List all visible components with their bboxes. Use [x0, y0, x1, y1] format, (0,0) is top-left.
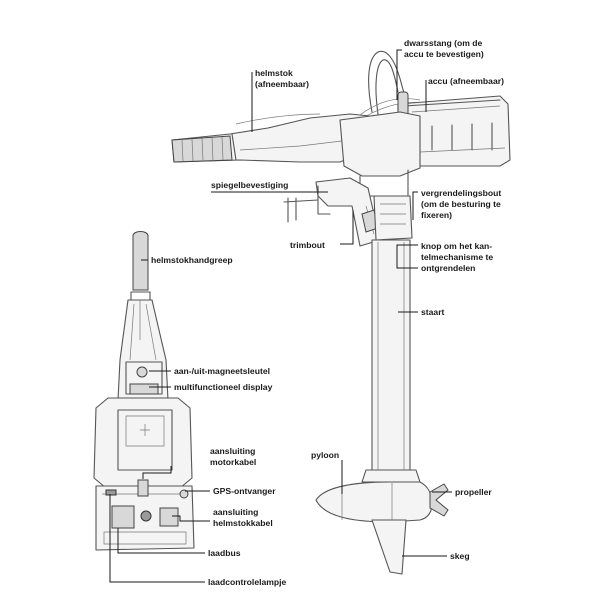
tiller-handle-grip-drawing [132, 231, 149, 291]
motor-side-view [171, 50, 511, 575]
label-multifunctioneel-display: multifunctioneel display [174, 382, 273, 392]
label-accu: accu (afneembaar) [428, 76, 504, 86]
crossbar-drawing [368, 50, 407, 113]
skeg-drawing [371, 519, 407, 575]
label-staart: staart [421, 307, 445, 317]
motor-cable-socket-drawing [137, 479, 149, 497]
transom-clamp-drawing [315, 177, 381, 247]
pod-drawing [315, 481, 433, 523]
tiller-grip-drawing [171, 135, 233, 163]
charging-socket-drawing [111, 505, 135, 529]
label-laadbus: laadbus [208, 548, 241, 558]
display-drawing [129, 383, 159, 395]
label-skeg: skeg [450, 551, 470, 561]
label-propeller: propeller [455, 487, 492, 497]
leader-lines [109, 49, 452, 583]
label-laadcontrolelampje: laadcontrolelampje [208, 577, 287, 587]
label-aan-uit-magneetsleutel: aan-/uit-magneetsleutel [174, 366, 270, 376]
motor-head-drawing [339, 111, 421, 177]
tiller-top-view [93, 231, 195, 551]
charge-indicator-drawing [105, 489, 117, 496]
magnetic-key-drawing [136, 366, 148, 378]
label-spiegelbevestiging: spiegelbevestiging [211, 180, 288, 190]
label-pyloon: pyloon [311, 450, 339, 460]
propeller-drawing [429, 483, 449, 517]
label-helmstokhandgreep: helmstokhandgreep [151, 255, 233, 265]
tiller-cable-socket-drawing [159, 507, 179, 527]
gps-receiver-drawing [179, 489, 189, 499]
label-helmstok: helmstok(afneembaar) [255, 68, 309, 89]
label-gps-ontvanger: GPS-ontvanger [213, 486, 276, 496]
pylon-drawing [361, 469, 421, 483]
label-trimbout: trimbout [290, 240, 325, 250]
